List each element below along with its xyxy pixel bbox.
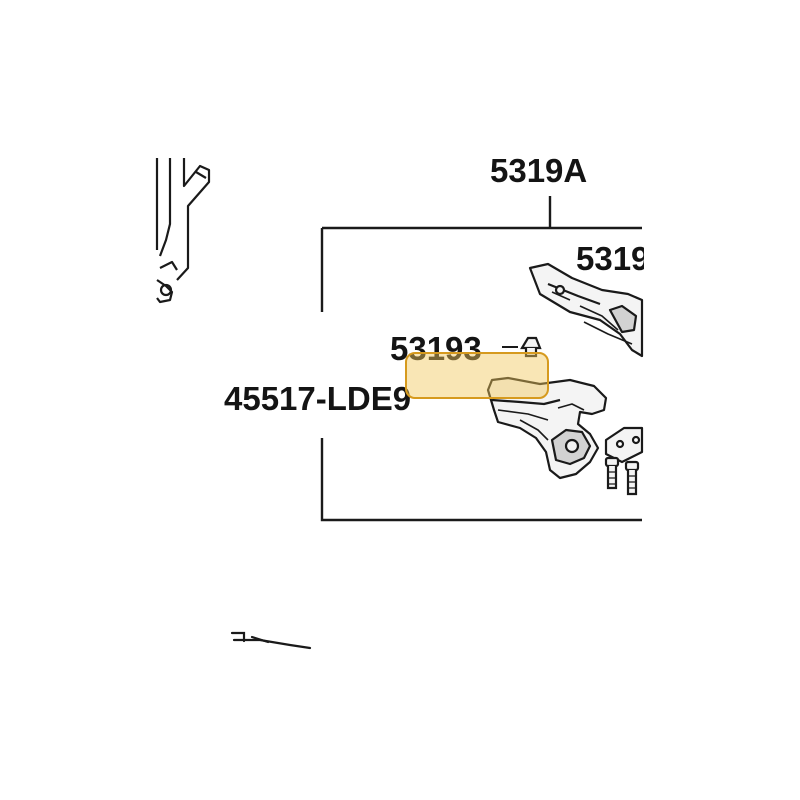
mount-plate-part [604,426,644,464]
upper-lever-part [528,262,644,358]
clutch-lever-part [486,376,608,480]
label-part-45517-lde9: 45517-LDE9 [224,380,411,417]
screw-right [624,460,640,496]
lower-left-fragment [230,631,312,650]
assembly-bracket [320,196,642,522]
highlight-box[interactable] [405,352,549,399]
screw-left [604,456,620,490]
label-part-5319: 5319 [576,240,649,277]
label-assembly-5319a: 5319A [490,152,587,189]
left-housing-part [155,158,211,304]
crop-mask [644,0,800,800]
